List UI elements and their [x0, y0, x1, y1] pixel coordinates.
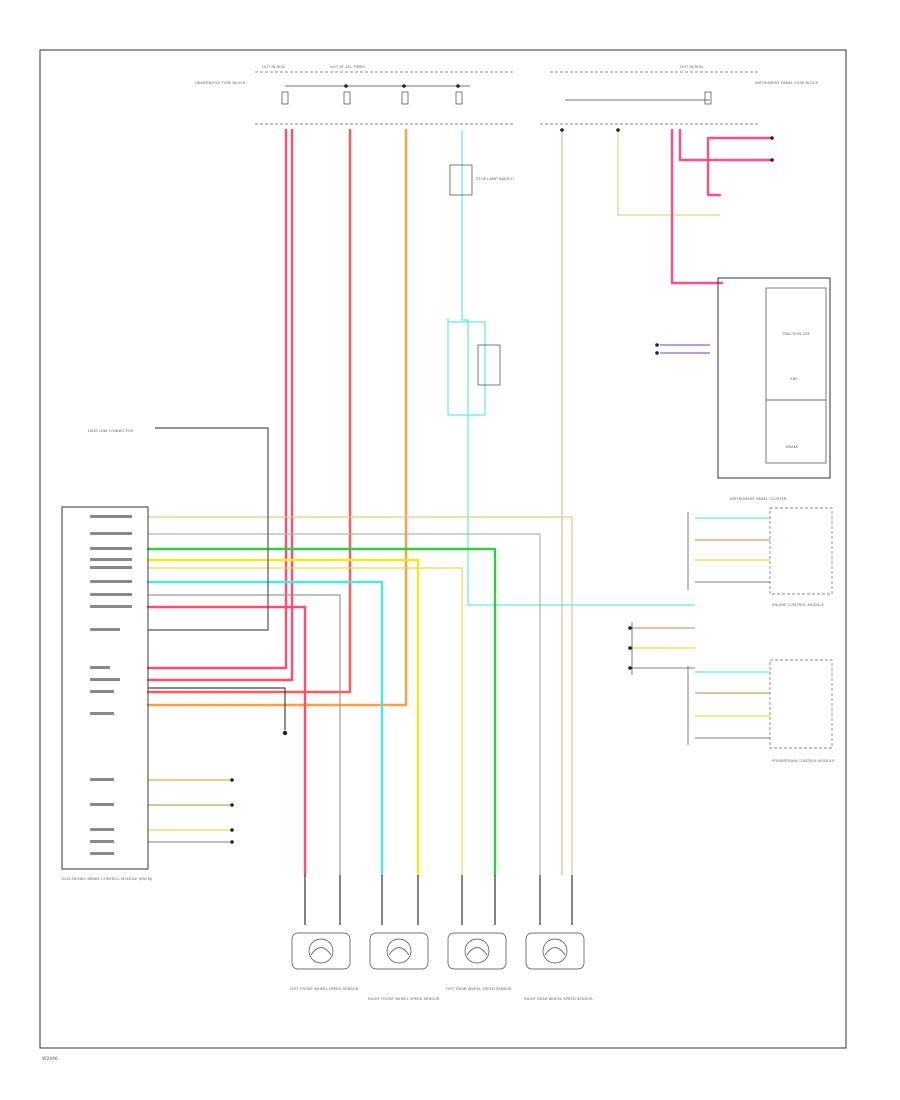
ground-symbols: [230, 128, 774, 844]
wss-rr-label: RIGHT REAR WHEEL SPEED SENSOR: [524, 996, 593, 1001]
ipc-traction-lamp: TRACTION OFF: [781, 331, 810, 336]
wheel-speed-sensor-rr: [525, 932, 585, 970]
wire-pink-branch1: [678, 128, 772, 162]
wire-yellow-green: [617, 130, 720, 216]
wire-pink-branch3: [706, 158, 722, 197]
ecm-label: ENGINE CONTROL MODULE: [772, 602, 825, 607]
ebcm-module: [61, 506, 149, 870]
wire-pink-ipc: [670, 128, 724, 285]
footer-code: W2046: [42, 1056, 58, 1062]
wire-cyan-brake: [461, 130, 695, 606]
wire-green-ebcm: [146, 547, 497, 877]
wire-serial-dlc: [148, 427, 269, 631]
wire-red-ebcm: [146, 605, 307, 877]
ebcm-label: ELECTRONIC BRAKE CONTROL MODULE (EBCM): [62, 876, 153, 881]
ip-fuse-block-label: INSTRUMENT PANEL FUSE BLOCK: [755, 80, 819, 85]
wheel-speed-sensor-rf: [369, 932, 429, 970]
wire-gray-ebcm: [148, 533, 541, 875]
dlc-label: DATA LINK CONNECTOR: [88, 428, 133, 433]
wire-cyan-loop: [447, 318, 486, 416]
wire-tan-ebcm: [148, 516, 573, 875]
stop-lamp-switch-label: STOP LAMP SWITCH: [476, 176, 514, 181]
wire-black-ground: [148, 687, 286, 730]
wire-cyan-ebcm: [146, 580, 384, 877]
fuse-icons: [281, 84, 712, 105]
brake-relay: [477, 344, 501, 386]
wheel-speed-sensor-lf: [291, 932, 351, 970]
hot-run-left-label: HOT IN RUN: [262, 64, 285, 69]
ebcm-pin-labels: [90, 515, 132, 855]
hot-at-all-times-label: HOT AT ALL TIMES: [330, 64, 365, 69]
wss-rf-label: RIGHT FRONT WHEEL SPEED SENSOR: [368, 996, 440, 1001]
wire-gray2-ebcm: [148, 594, 341, 875]
pcm-label: POWERTRAIN CONTROL MODULE: [772, 758, 835, 763]
wire-red-power: [146, 128, 288, 670]
hot-run-right-label: HOT IN RUN: [680, 64, 703, 69]
fuse-block-left-label: UNDERHOOD FUSE BLOCK: [195, 80, 246, 85]
ipc-module: [717, 277, 831, 479]
stop-lamp-switch: [449, 164, 473, 196]
ipc-brake-lamp: BRAKE: [786, 444, 799, 449]
wss-lf-label: LEFT FRONT WHEEL SPEED SENSOR: [290, 986, 359, 991]
ipc-abs-lamp: ABS: [790, 376, 798, 381]
ecm-module: [769, 507, 833, 595]
wire-red-ignition: [146, 128, 352, 694]
wire-yellow2-ebcm: [148, 567, 463, 875]
ipc-label: INSTRUMENT PANEL CLUSTER: [730, 496, 787, 501]
diagram-frame: [39, 49, 847, 1049]
wire-red-power-2: [146, 128, 294, 682]
pcm-module: [769, 659, 833, 749]
ipc-inner: [765, 287, 827, 464]
wheel-speed-sensor-lr: [447, 932, 507, 970]
wss-lr-label: LEFT REAR WHEEL SPEED SENSOR: [446, 986, 512, 991]
wire-yellow-ebcm: [146, 558, 420, 877]
sensor-connector-ticks: [304, 875, 573, 925]
wire-orange: [146, 128, 408, 707]
